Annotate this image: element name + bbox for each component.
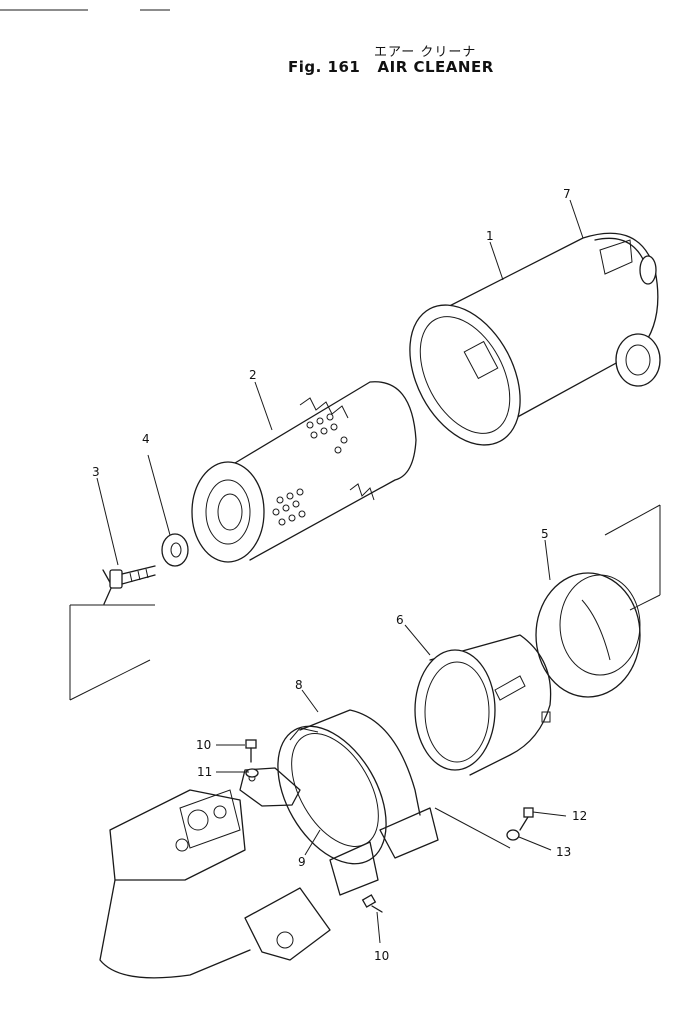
callout-10-lower: 10 (374, 949, 389, 963)
callout-2: 2 (249, 368, 257, 382)
callout-1: 1 (486, 229, 494, 243)
part-5-cap (535, 572, 641, 698)
callout-10-upper: 10 (196, 738, 211, 752)
callout-9: 9 (298, 855, 306, 869)
figure-title-japanese: エアー クリーナ (374, 45, 477, 60)
callout-6: 6 (396, 613, 404, 627)
part-4-washer (161, 533, 189, 567)
part-13-washer (506, 829, 520, 841)
callout-8: 8 (295, 678, 303, 692)
part-6-dust-cup (414, 634, 552, 776)
callout-11: 11 (197, 765, 212, 779)
part-10-bolt-upper (245, 739, 257, 763)
callout-12: 12 (572, 809, 587, 823)
callout-4: 4 (142, 432, 150, 446)
part-11-washer (245, 768, 259, 778)
leader-lines (69, 199, 661, 944)
callout-13: 13 (556, 845, 571, 859)
callout-7: 7 (563, 187, 571, 201)
callout-3: 3 (92, 465, 100, 479)
callout-labels: 1 2 3 4 5 6 7 8 9 10 10 11 12 13 (92, 187, 587, 963)
part-10-bolt-lower (361, 894, 383, 913)
callout-5: 5 (541, 527, 549, 541)
figure-title: Fig. 161 AIR CLEANER (288, 58, 494, 76)
part-1-housing (409, 232, 661, 446)
engine-block (99, 789, 331, 979)
part-2-filter-element (191, 381, 417, 563)
part-8-band-clamp (277, 709, 439, 865)
part-3-wing-nut (102, 565, 156, 605)
part-12-bolt (519, 807, 534, 831)
